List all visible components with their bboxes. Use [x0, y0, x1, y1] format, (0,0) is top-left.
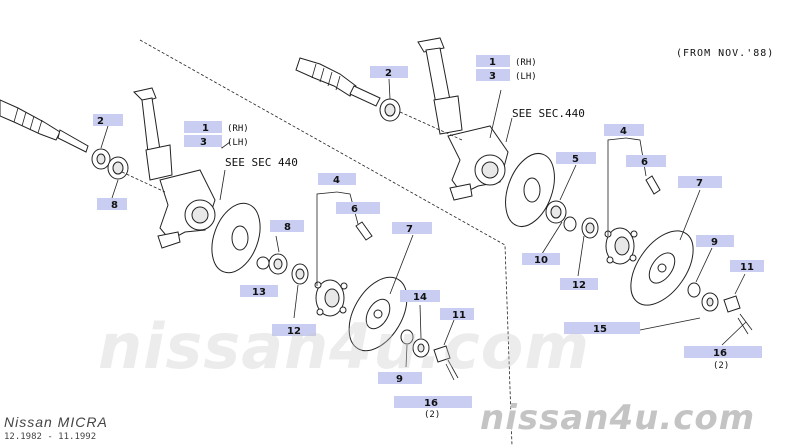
left-callout-8-mid[interactable]: 8: [270, 220, 304, 233]
left-dust-shield: [211, 202, 261, 274]
right-callout-12[interactable]: 12: [560, 278, 598, 291]
right-callout-3-label: 3: [489, 71, 496, 82]
right-knuckle: [447, 125, 509, 201]
left-callout-16-label: 16: [424, 398, 438, 409]
watermark-corner: nissan4u.com: [480, 398, 756, 438]
left-callout-8-top[interactable]: 8: [97, 198, 127, 211]
right-callout-5[interactable]: 5: [556, 152, 596, 165]
right-lh-text: (LH): [515, 72, 537, 82]
right-callout-15-label: 15: [593, 324, 607, 335]
left-small-parts: [355, 221, 459, 381]
left-callout-11[interactable]: 11: [440, 308, 474, 321]
left-strut: [133, 87, 173, 181]
right-callout-2[interactable]: 2: [370, 66, 408, 79]
right-callout-9[interactable]: 9: [696, 235, 734, 248]
left-knuckle: [157, 169, 216, 249]
left-callout-14-label: 14: [413, 292, 427, 303]
watermark-main: nissan4u.com: [98, 310, 590, 383]
right-callout-12-label: 12: [572, 280, 586, 291]
right-leader-lines: [388, 78, 747, 346]
right-callout-6[interactable]: 6: [626, 155, 666, 168]
right-callout-16[interactable]: 16: [684, 346, 762, 359]
right-callout-16-label: 16: [713, 348, 727, 359]
right-callout-3[interactable]: 3: [476, 69, 510, 82]
right-callout-2-label: 2: [385, 68, 392, 79]
right-strut: [417, 37, 463, 135]
left-callout-12[interactable]: 12: [272, 324, 316, 337]
right-see-sec: SEE SEC.440: [512, 107, 585, 120]
left-see-sec: SEE SEC 440: [225, 156, 298, 169]
left-callout-2[interactable]: 2: [93, 114, 123, 127]
left-callout-4-label: 4: [333, 175, 340, 186]
left-callout-14[interactable]: 14: [400, 290, 440, 303]
right-callout-11[interactable]: 11: [730, 260, 764, 273]
left-callout-13[interactable]: 13: [240, 285, 278, 298]
left-callout-8-label: 8: [111, 200, 118, 211]
right-callout-10[interactable]: 10: [522, 253, 560, 266]
right-callout-15[interactable]: 15: [564, 322, 640, 335]
model-name: Nissan MICRA: [4, 414, 108, 430]
left-callout-11-label: 11: [452, 310, 466, 321]
right-callout-7[interactable]: 7: [678, 176, 722, 189]
right-callout-4[interactable]: 4: [604, 124, 644, 137]
from-date-note: (FROM NOV.'88): [676, 48, 775, 59]
right-brake-disc: [630, 230, 694, 306]
left-callout-3-label: 3: [200, 137, 207, 148]
left-qty-16: (2): [424, 410, 440, 420]
left-bearings: [91, 148, 309, 285]
left-callout-13-label: 13: [252, 287, 266, 298]
right-drive-shaft: [295, 57, 381, 107]
left-hub: [314, 279, 348, 317]
left-callout-9-label: 9: [396, 374, 403, 385]
right-small-parts: [645, 175, 753, 335]
left-callout-2-label: 2: [97, 116, 104, 127]
left-callout-4[interactable]: 4: [318, 173, 356, 186]
left-brake-disc: [348, 276, 408, 352]
left-callout-6[interactable]: 6: [336, 202, 380, 215]
group-divider-line: [139, 39, 513, 446]
right-callout-11-label: 11: [740, 262, 754, 273]
left-callout-1[interactable]: 1: [184, 121, 222, 134]
right-dust-shield: [505, 153, 555, 227]
right-qty-16: (2): [713, 361, 729, 371]
left-callout-8-mid-label: 8: [284, 222, 291, 233]
right-hub: [604, 227, 638, 265]
left-callout-1-label: 1: [202, 123, 209, 134]
left-lh-text: (LH): [227, 138, 249, 148]
left-leader-lines: [100, 125, 455, 368]
left-callout-3[interactable]: 3: [184, 135, 222, 148]
right-callout-9-label: 9: [711, 237, 718, 248]
left-rh-text: (RH): [227, 124, 249, 134]
left-callout-7[interactable]: 7: [392, 222, 432, 235]
left-callout-9[interactable]: 9: [378, 372, 422, 385]
right-callout-5-label: 5: [572, 154, 579, 165]
left-callout-6-label: 6: [351, 204, 358, 215]
right-callout-1-label: 1: [489, 57, 496, 68]
left-callout-12-label: 12: [287, 326, 301, 337]
right-callout-4-label: 4: [620, 126, 627, 137]
right-rh-text: (RH): [515, 58, 537, 68]
left-callout-16[interactable]: 16: [394, 396, 472, 409]
right-callout-1[interactable]: 1: [476, 55, 510, 68]
right-callout-10-label: 10: [534, 255, 548, 266]
left-drive-shaft: [0, 99, 89, 153]
right-callout-7-label: 7: [696, 178, 703, 189]
model-years: 12.1982 - 11.1992: [4, 432, 97, 442]
right-callout-6-label: 6: [641, 157, 648, 168]
left-callout-7-label: 7: [406, 224, 413, 235]
right-bearings: [379, 98, 599, 239]
